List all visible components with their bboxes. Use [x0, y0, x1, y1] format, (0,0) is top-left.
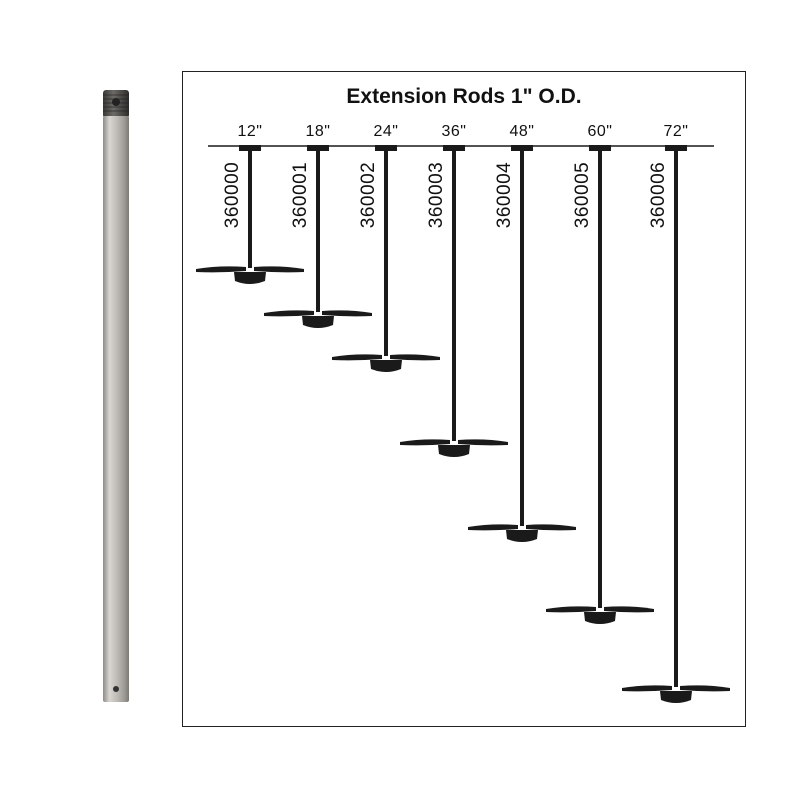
- rod-hole-bottom: [113, 686, 119, 692]
- chart-panel: [182, 71, 746, 727]
- rod-body: [103, 116, 129, 702]
- rod-product-photo: [103, 90, 129, 702]
